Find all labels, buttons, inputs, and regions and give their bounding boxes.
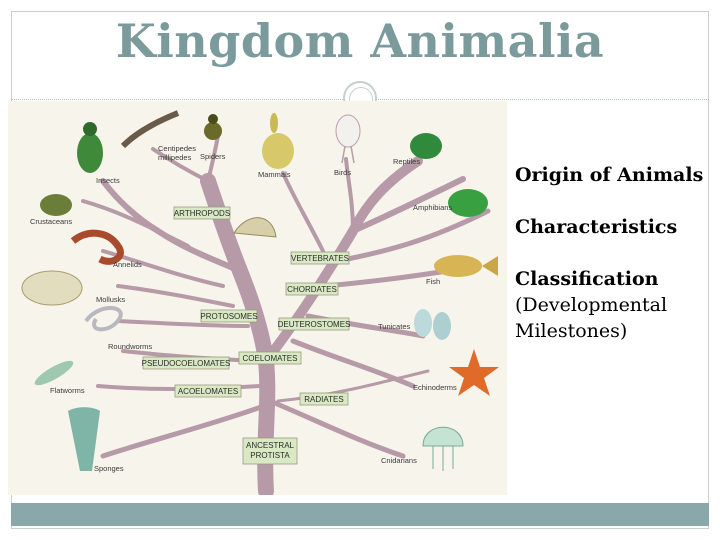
node-coelomates: COELOMATES [238, 351, 302, 365]
svg-text:DEUTEROSTOMES: DEUTEROSTOMES [278, 320, 351, 329]
topic-origin-of-animals: Origin of Animals [515, 164, 704, 186]
svg-text:ACOELOMATES: ACOELOMATES [178, 387, 238, 396]
mammal-rabbit-icon [262, 113, 294, 169]
node-ancestral-protista: ANCESTRAL PROTISTA [242, 437, 298, 465]
node-arthropods: ARTHROPODS [173, 206, 231, 220]
label-annelids: Annelids [113, 260, 142, 269]
label-roundworms: Roundworms [108, 342, 152, 351]
tree-svg: ARTHROPODS VERTEBRATES CHORDATES PROTOSO… [21, 110, 499, 495]
node-acoelomates: ACOELOMATES [174, 384, 242, 398]
topic-classification: Classification (Developmental Milestones… [515, 266, 710, 344]
topics-list: Origin of Animals Characteristics Classi… [515, 162, 710, 370]
label-reptiles: Reptiles [393, 157, 420, 166]
topic-classification-sub: (Developmental Milestones) [515, 294, 668, 342]
fish-icon [434, 255, 498, 277]
label-millipedes: millipedes [158, 153, 192, 162]
label-amphibians: Amphibians [413, 203, 452, 212]
slide-title: Kingdom Animalia [115, 14, 605, 68]
phylogenetic-tree-diagram: ARTHROPODS VERTEBRATES CHORDATES PROTOSO… [8, 101, 507, 495]
centipede-icon [120, 110, 180, 149]
label-echinoderms: Echinoderms [413, 383, 457, 392]
tunicate-icon [414, 309, 451, 340]
echinoderm-starfish-icon [449, 349, 499, 396]
svg-text:ANCESTRAL: ANCESTRAL [246, 441, 295, 450]
svg-text:RADIATES: RADIATES [304, 395, 343, 404]
svg-text:ARTHROPODS: ARTHROPODS [174, 209, 230, 218]
annelid-worm-icon [70, 229, 124, 265]
svg-text:CHORDATES: CHORDATES [287, 285, 337, 294]
label-fish: Fish [426, 277, 440, 286]
label-sponges: Sponges [94, 464, 124, 473]
topic-characteristics: Characteristics [515, 216, 678, 238]
svg-text:PROTISTA: PROTISTA [250, 451, 290, 460]
node-vertebrates: VERTEBRATES [290, 251, 350, 265]
spider-icon [204, 114, 222, 140]
amphibian-frog-icon [448, 189, 488, 217]
svg-text:PROTOSOMES: PROTOSOMES [200, 312, 257, 321]
node-radiates: RADIATES [299, 392, 349, 406]
node-protosomes: PROTOSOMES [200, 309, 258, 323]
label-tunicates: Tunicates [378, 322, 410, 331]
svg-text:VERTEBRATES: VERTEBRATES [291, 254, 349, 263]
svg-text:PSEUDOCOELOMATES: PSEUDOCOELOMATES [142, 359, 231, 368]
label-birds: Birds [334, 168, 351, 177]
label-mollusks: Mollusks [96, 295, 125, 304]
bird-icon [335, 114, 361, 164]
mollusk-shell-icon [233, 217, 277, 238]
mollusk-clam-icon [21, 270, 83, 306]
flatworm-icon [34, 360, 74, 386]
roundworm-icon [84, 306, 123, 332]
reptile-turtle-icon [410, 133, 442, 159]
node-deuterostomes: DEUTEROSTOMES [278, 317, 351, 331]
node-pseudocoelomates: PSEUDOCOELOMATES [142, 356, 231, 370]
footer-bar [11, 503, 709, 526]
label-cnidarians: Cnidarians [381, 456, 417, 465]
topic-classification-title: Classification [515, 268, 659, 290]
insect-icon [77, 122, 103, 173]
label-flatworms: Flatworms [50, 386, 85, 395]
crustacean-icon [40, 194, 72, 216]
label-spiders: Spiders [200, 152, 226, 161]
label-insects: Insects [96, 176, 120, 185]
node-chordates: CHORDATES [285, 282, 339, 296]
label-mammals: Mammals [258, 170, 291, 179]
svg-text:COELOMATES: COELOMATES [243, 354, 298, 363]
label-crustaceans: Crustaceans [30, 217, 72, 226]
cnidarian-jellyfish-icon [422, 426, 464, 471]
sponge-icon [68, 407, 100, 471]
label-centipedes: Centipedes [158, 144, 196, 153]
